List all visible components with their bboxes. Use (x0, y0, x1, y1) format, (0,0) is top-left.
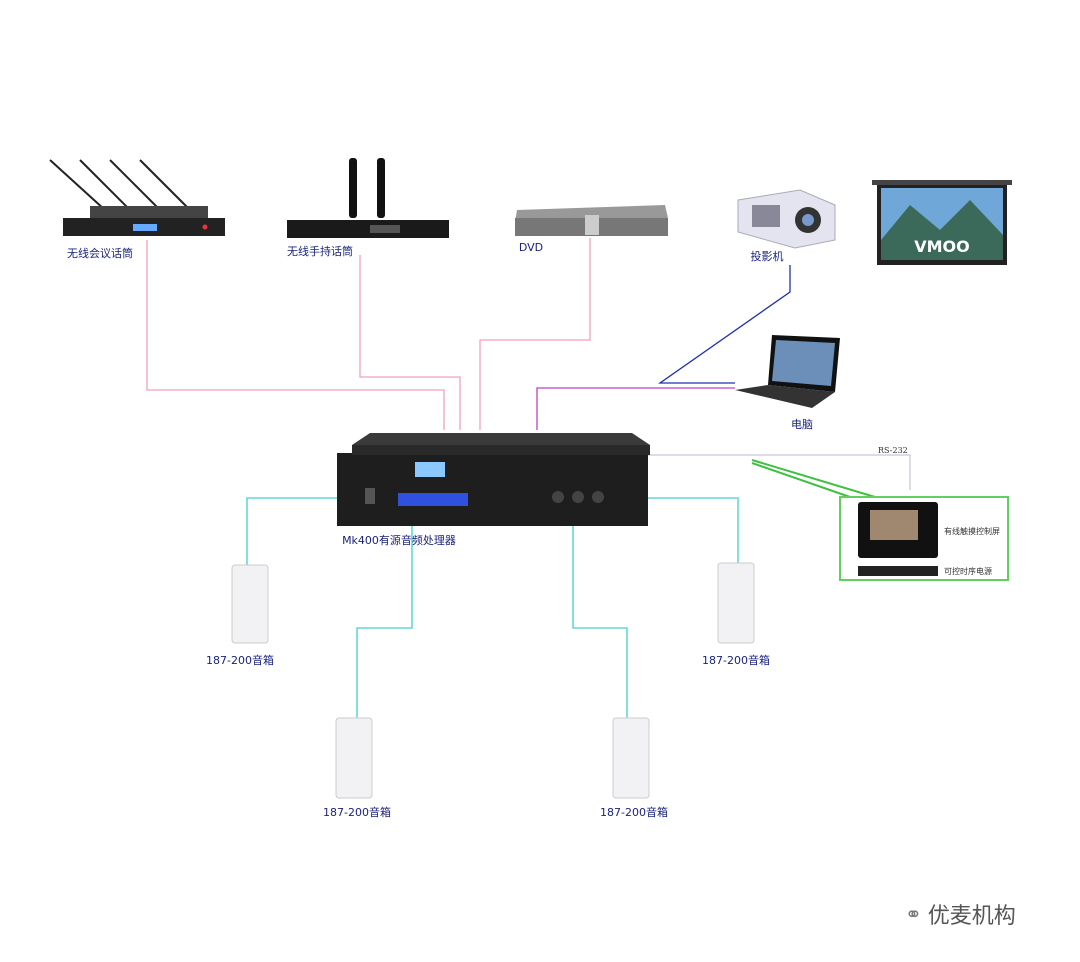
label-conference-mic: 无线会议话筒 (67, 247, 133, 260)
speaker-4 (717, 562, 755, 644)
speaker-3 (612, 717, 650, 799)
label-speaker-1: 187-200音箱 (206, 654, 274, 667)
label-speaker-4: 187-200音箱 (702, 654, 770, 667)
speaker-1 (231, 564, 269, 644)
watermark-text: 优麦机构 (927, 904, 1016, 929)
line-rs232 (648, 454, 911, 490)
label-rs232: RS-232 (878, 446, 908, 455)
laptop-device (735, 335, 840, 408)
line-projector (657, 265, 791, 384)
label-speaker-3: 187-200音箱 (600, 806, 668, 819)
line-speaker-1 (246, 497, 337, 565)
label-power-sequencer: 可控时序电源 (944, 567, 992, 576)
dvd-device (515, 205, 668, 236)
label-projector: 投影机 (750, 250, 784, 263)
control-box (839, 496, 1009, 581)
label-dvd: DVD (518, 241, 544, 254)
line-speaker-2 (356, 525, 413, 718)
projection-screen (872, 180, 1012, 265)
line-handheld-mic (359, 255, 461, 430)
speakers (231, 562, 755, 799)
conference-mic-device (49, 159, 225, 236)
handheld-mic-device (287, 158, 449, 238)
wechat-icon: ⚭ (905, 902, 922, 926)
touch-panel-device (858, 502, 938, 576)
line-speaker-3 (572, 525, 628, 718)
speaker-2 (335, 717, 373, 799)
processor-device (337, 433, 650, 526)
label-handheld-mic: 无线手持话筒 (287, 245, 353, 258)
label-laptop: 电脑 (791, 418, 813, 431)
watermark: ⚭ 优麦机构 (905, 898, 1016, 930)
screen-logo: VMOO (914, 237, 970, 256)
projector-device (737, 189, 836, 249)
label-touch-panel: 有线触摸控制屏 (944, 527, 1000, 536)
line-dvd (479, 238, 591, 430)
line-laptop (536, 387, 735, 430)
line-speaker-4 (648, 497, 739, 563)
line-control-2 (751, 462, 851, 498)
label-speaker-2: 187-200音箱 (323, 806, 391, 819)
label-processor: Mk400有源音频处理器 (342, 534, 456, 547)
line-control-1 (751, 459, 876, 498)
line-conference-mic (146, 240, 445, 430)
